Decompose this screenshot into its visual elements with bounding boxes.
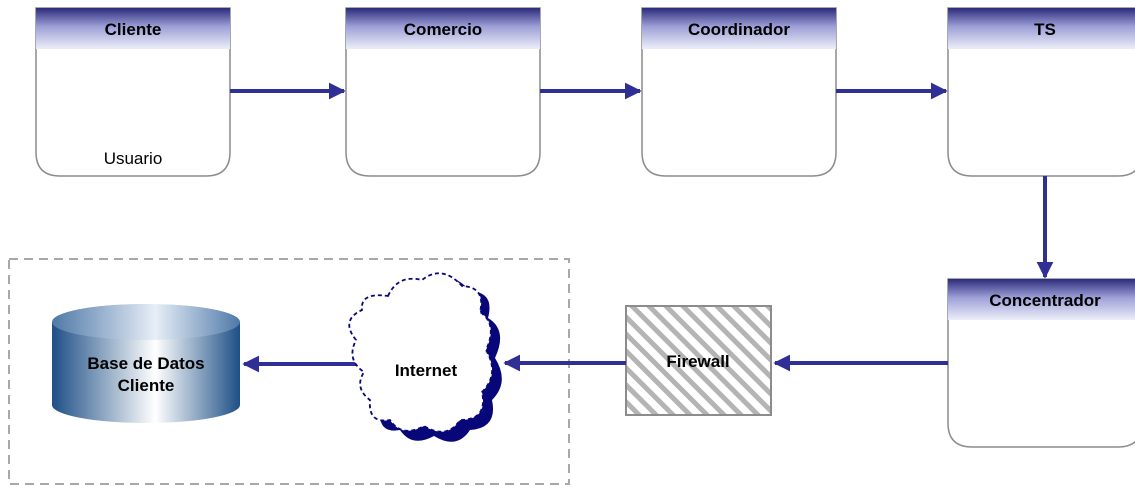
node-coordinador-box [641,7,837,177]
internet-cloud: Internet [348,272,502,442]
node-comercio: Comercio [345,7,541,177]
node-comercio-title: Comercio [404,20,482,39]
node-cliente: Cliente Usuario [35,7,231,177]
firewall-box [625,305,772,416]
firewall: Firewall [625,305,772,416]
node-coordinador: Coordinador [641,7,837,177]
node-concentrador-box [947,278,1135,448]
node-concentrador-title: Concentrador [989,291,1101,310]
node-comercio-box [345,7,541,177]
node-ts-box [947,7,1135,177]
database-label-line2: Cliente [118,376,175,395]
node-cliente-header [36,8,230,49]
node-comercio-header [346,8,540,49]
node-concentrador-header [948,279,1135,320]
internet-cloud-body [348,272,493,433]
node-concentrador: Concentrador [947,278,1135,448]
node-cliente-caption: Usuario [104,149,163,168]
node-ts-title: TS [1034,20,1056,39]
node-coordinador-title: Coordinador [688,20,790,39]
internet-label: Internet [395,361,458,380]
database-label-line1: Base de Datos [87,354,204,373]
node-cliente-box [35,7,231,177]
node-coordinador-header [642,8,836,49]
firewall-label: Firewall [666,352,729,371]
node-cliente-title: Cliente [105,20,162,39]
database-cliente: Base de Datos Cliente [52,304,240,423]
node-ts-header [948,8,1135,49]
node-ts: TS [947,7,1135,177]
database-top [52,304,240,340]
client-site-boundary [8,258,570,485]
